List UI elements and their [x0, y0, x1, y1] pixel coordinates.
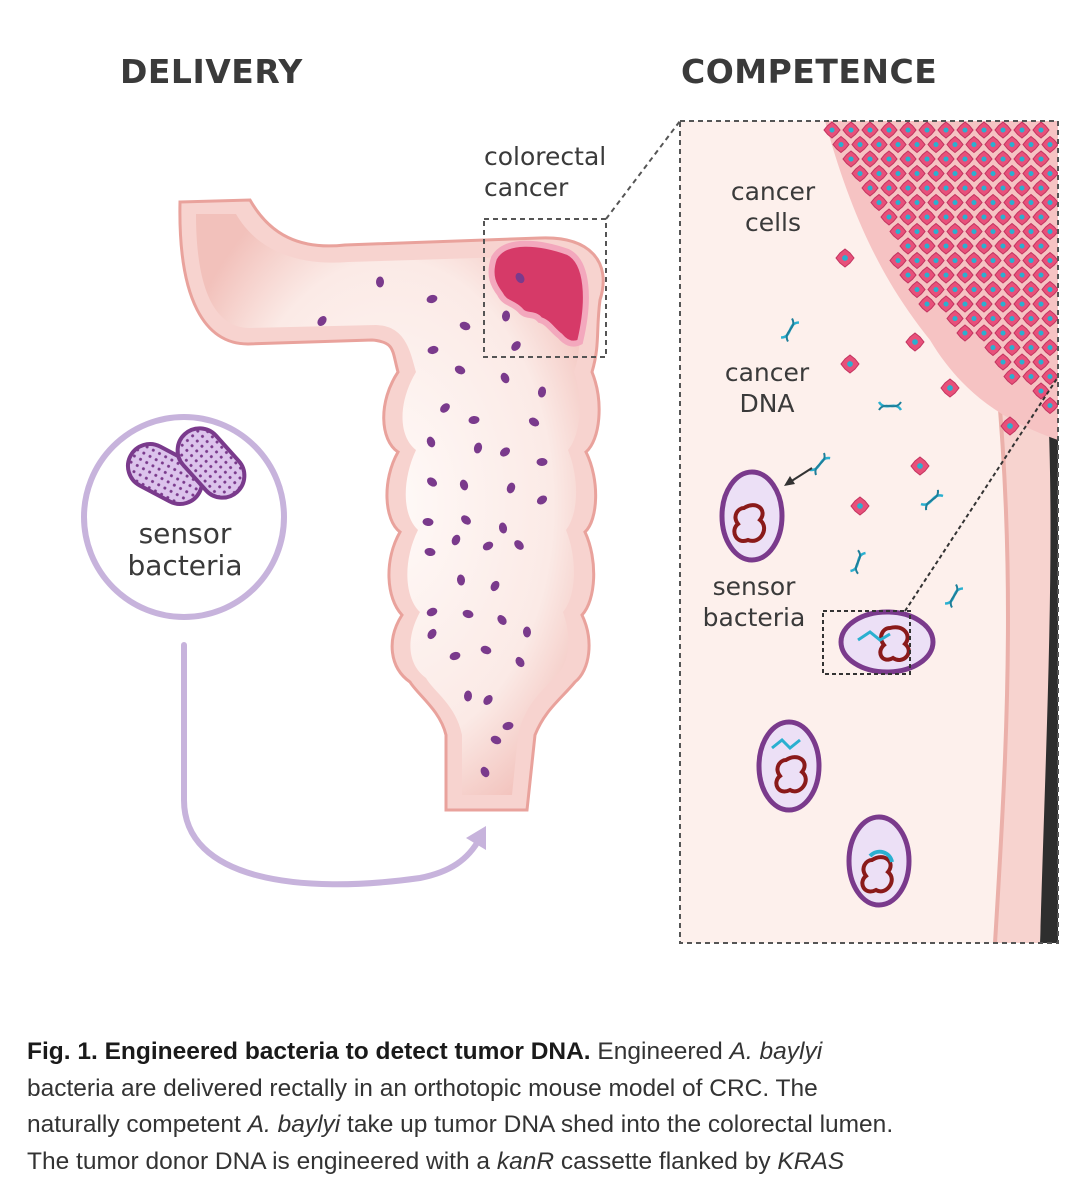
- caption-line-4: The tumor donor DNA is engineered with a…: [27, 1147, 845, 1175]
- caption-line-3: naturally competent A. baylyi take up tu…: [27, 1111, 894, 1138]
- competence-heading: COMPETENCE: [681, 52, 938, 91]
- sensor-bacteria-circle-label: sensor bacteria: [127, 517, 243, 582]
- dna-icon: [780, 317, 964, 609]
- tumor-blob: [488, 240, 589, 347]
- bacterium-zoom-box: [822, 610, 911, 675]
- caption-line-2: bacteria are delivered rectally in an or…: [27, 1074, 818, 1102]
- zoom-bacterium-3: [756, 719, 822, 813]
- zoom-bacterium-2: [838, 609, 936, 675]
- caption-line-1: Fig. 1. Engineered bacteria to detect tu…: [27, 1038, 823, 1065]
- colorectal-cancer-label: colorectal cancer: [484, 142, 607, 202]
- tumor-zoom-box: [483, 218, 607, 358]
- diagram-figure: [81, 120, 1059, 944]
- sensor-bacteria-zoom-label: sensor bacteria: [702, 572, 806, 632]
- sensor-bacteria-circle: [81, 414, 287, 620]
- colon-bacteria-dots: [317, 272, 548, 778]
- bacteria-icon: [125, 426, 247, 506]
- cancer-cells-label: cancer cells: [730, 177, 816, 237]
- figure-caption: Fig. 1. Engineered bacteria to detect tu…: [27, 1034, 1057, 1180]
- curved-arrow-icon: [181, 642, 483, 888]
- zoom-bacterium-1: [719, 469, 785, 563]
- zoom-bacterium-4: [846, 814, 912, 908]
- cancer-dna-label: cancer DNA: [724, 358, 810, 418]
- caption-title: Fig. 1. Engineered bacteria to detect tu…: [27, 1038, 591, 1065]
- delivery-heading: DELIVERY: [120, 52, 303, 91]
- cancer-cell-cluster: [823, 121, 1058, 415]
- cancer-cell-icon: [835, 248, 1020, 516]
